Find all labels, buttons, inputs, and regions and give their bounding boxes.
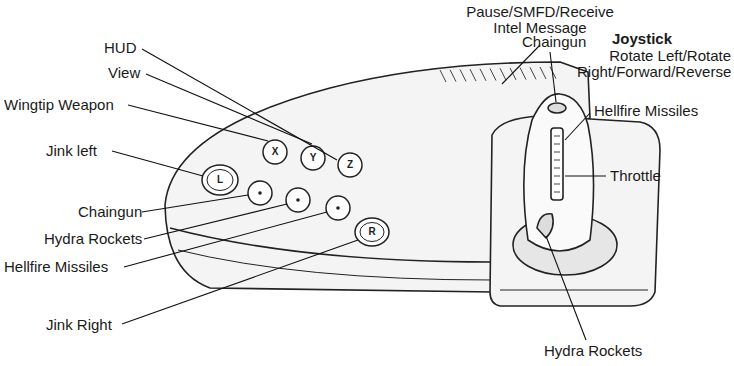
callout-label: Hellfire Missiles <box>594 103 698 119</box>
leader-line <box>142 195 248 212</box>
hat-button <box>548 103 566 113</box>
button-ring <box>360 223 384 242</box>
button <box>338 153 362 177</box>
callout-label: Hydra Rockets <box>44 231 142 247</box>
button <box>301 146 325 170</box>
grill-ridge <box>470 69 476 81</box>
slider-tick <box>554 192 560 193</box>
slider-tick <box>554 168 560 169</box>
callout-label: HUD <box>104 40 137 56</box>
grill-ridge <box>490 69 496 81</box>
button <box>248 181 272 205</box>
button <box>263 140 287 164</box>
leader-line <box>146 74 312 144</box>
button-letter: R <box>368 227 375 237</box>
leader-line <box>122 240 358 324</box>
grill-ridge <box>520 68 526 80</box>
base-edge <box>500 290 648 291</box>
body-edge <box>178 250 492 280</box>
leader-line <box>112 151 203 176</box>
callout-heading: Joystick <box>612 31 672 47</box>
slider-tick <box>554 160 560 161</box>
leader-line <box>502 45 540 84</box>
grill-ridge <box>450 70 456 82</box>
button-letter: L <box>217 175 223 185</box>
grill-ridge <box>440 70 446 82</box>
button-dot <box>296 198 300 202</box>
leader-line <box>565 175 606 176</box>
leader-line <box>142 49 337 160</box>
callout-label: Chaingun <box>78 204 142 220</box>
callout-label: Hellfire Missiles <box>4 259 108 275</box>
grill-ridge <box>500 68 506 80</box>
slider-tick <box>554 152 560 153</box>
leader-line <box>144 204 287 239</box>
slider-tick <box>554 136 560 137</box>
joystick-grip <box>524 94 594 251</box>
throttle-slider <box>551 128 563 200</box>
leader-line <box>550 52 556 102</box>
callout-label: Wingtip Weapon <box>4 97 114 113</box>
grill-ridge <box>480 69 486 81</box>
trigger <box>537 214 553 238</box>
callout-label: View <box>108 65 140 81</box>
button-dot <box>258 191 262 195</box>
grill-ridges <box>440 67 556 82</box>
callout-label: Throttle <box>610 168 661 184</box>
button <box>355 218 389 246</box>
leader-line <box>565 113 590 140</box>
grill-ridge <box>510 68 516 80</box>
grill-ridge <box>460 69 466 81</box>
slider-ticks <box>554 136 560 192</box>
leader-line <box>128 105 268 141</box>
slider-tick <box>554 184 560 185</box>
callout-label: Pause/SMFD/Receive Intel Message <box>455 4 625 36</box>
callout-label: Jink left <box>46 143 97 159</box>
grill-ridge <box>540 67 546 79</box>
button-ring <box>207 170 233 191</box>
button-letter: Y <box>310 153 317 163</box>
callout-label: Chaingun <box>522 34 586 50</box>
slider-tick <box>554 144 560 145</box>
body-edge <box>170 228 492 262</box>
button <box>326 196 350 220</box>
button-dot <box>336 206 340 210</box>
button <box>202 165 238 195</box>
button <box>286 188 310 212</box>
callout-label: Jink Right <box>46 317 112 333</box>
leader-line <box>124 212 327 267</box>
leader-line <box>546 236 586 340</box>
grill-ridge <box>530 67 536 79</box>
button-letter: Z <box>347 160 353 170</box>
callout-label: Rotate Left/Rotate Right/Forward/Reverse <box>577 48 731 80</box>
button-letter: X <box>272 147 279 157</box>
slider-tick <box>554 176 560 177</box>
callout-label: Hydra Rockets <box>544 343 642 359</box>
